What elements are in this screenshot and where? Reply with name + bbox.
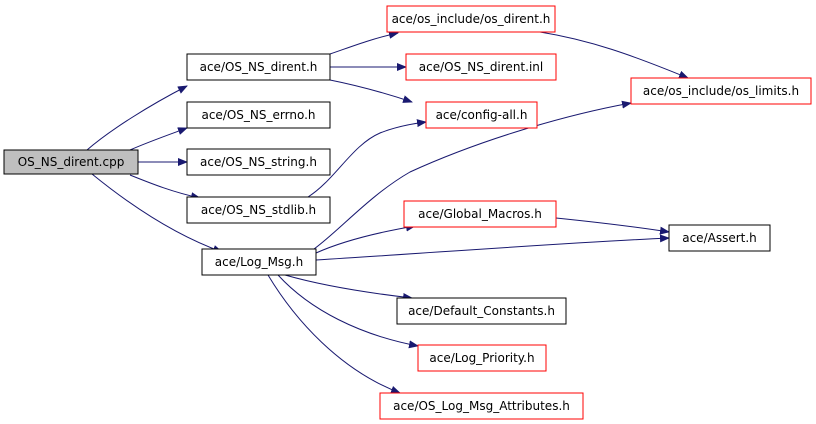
node-label: ace/OS_NS_errno.h [201, 108, 315, 122]
node-label: ace/os_include/os_limits.h [643, 84, 799, 98]
node-log-msg[interactable]: ace/Log_Msg.h [201, 248, 317, 276]
edge-log_msg-to-os_limits [313, 100, 632, 250]
node-assert[interactable]: ace/Assert.h [668, 224, 771, 252]
edge-log_msg-to-assert [315, 234, 670, 261]
node-box [3, 149, 139, 175]
node-box [403, 200, 557, 228]
node-box [186, 101, 331, 129]
edge-os_ns_stdlib-to-config_all [307, 119, 427, 198]
node-os-ns-stdlib[interactable]: ace/OS_NS_stdlib.h [186, 196, 331, 224]
node-log-priority[interactable]: ace/Log_Priority.h [417, 344, 547, 372]
edge-root-to-os_ns_dirent [86, 85, 188, 151]
node-label: ace/OS_Log_Msg_Attributes.h [393, 399, 570, 413]
edges-layer [86, 30, 689, 394]
node-box [668, 224, 771, 252]
node-os-ns-errno[interactable]: ace/OS_NS_errno.h [186, 101, 331, 129]
node-root[interactable]: OS_NS_dirent.cpp [3, 149, 139, 175]
edge-os_ns_dirent-to-os_dirent [329, 30, 399, 55]
node-label: ace/OS_NS_stdlib.h [201, 203, 316, 217]
edge-root-to-log_msg [91, 173, 223, 253]
node-os-ns-dirent[interactable]: ace/OS_NS_dirent.h [186, 53, 331, 81]
edge-os_dirent-to-os_limits [539, 31, 689, 79]
node-os-limits[interactable]: ace/os_include/os_limits.h [630, 77, 812, 105]
node-default-constants[interactable]: ace/Default_Constants.h [396, 297, 567, 325]
node-label: ace/OS_NS_string.h [200, 155, 317, 169]
node-box [186, 148, 331, 176]
edge-log_msg-to-log_priority [277, 274, 419, 349]
node-label: ace/Log_Msg.h [215, 255, 303, 269]
node-box [379, 392, 584, 420]
edge-root-to-os_ns_stdlib [129, 174, 201, 201]
node-label: ace/OS_NS_dirent.h [200, 60, 318, 74]
edge-log_msg-to-default_constants [284, 274, 413, 301]
node-box [396, 297, 567, 325]
edge-root-to-os_ns_errno [129, 127, 188, 151]
edge-global_macros-to-assert [555, 217, 670, 235]
edge-log_msg-to-global_macros [315, 223, 416, 254]
node-box [630, 77, 812, 105]
edge-os_ns_dirent-to-config_all [329, 79, 413, 103]
node-label: ace/Assert.h [682, 231, 757, 245]
node-box [386, 5, 556, 33]
node-box [417, 344, 547, 372]
node-label: ace/Default_Constants.h [408, 304, 555, 318]
node-box [186, 53, 331, 81]
nodes-layer: OS_NS_dirent.cpp ace/OS_NS_dirent.h ace/OS… [3, 5, 812, 420]
node-os-dirent[interactable]: ace/os_include/os_dirent.h [386, 5, 556, 33]
node-label: ace/Log_Priority.h [429, 351, 534, 365]
node-os-ns-string[interactable]: ace/OS_NS_string.h [186, 148, 331, 176]
node-label: ace/os_include/os_dirent.h [392, 12, 551, 26]
node-box [201, 248, 317, 276]
node-label: ace/config-all.h [436, 108, 528, 122]
node-label: ace/Global_Macros.h [418, 207, 542, 221]
node-global-macros[interactable]: ace/Global_Macros.h [403, 200, 557, 228]
node-os-log-msg-attributes[interactable]: ace/OS_Log_Msg_Attributes.h [379, 392, 584, 420]
node-label: OS_NS_dirent.cpp [18, 155, 125, 169]
node-box [425, 101, 538, 129]
node-box [186, 196, 331, 224]
node-config-all[interactable]: ace/config-all.h [425, 101, 538, 129]
node-box [405, 53, 557, 81]
node-label: ace/OS_NS_dirent.inl [419, 60, 543, 74]
edge-log_msg-to-os_log_msg_attributes [267, 274, 401, 394]
node-os-ns-dirent-inl[interactable]: ace/OS_NS_dirent.inl [405, 53, 557, 81]
